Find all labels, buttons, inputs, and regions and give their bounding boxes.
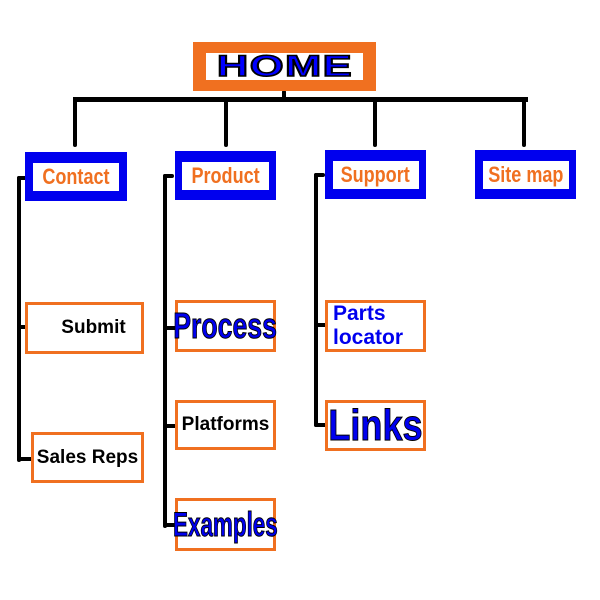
product-branch-spine	[163, 174, 167, 528]
item-submit-label: Submit	[61, 317, 126, 338]
contact-branch-tick-top	[17, 176, 27, 180]
category-contact[interactable]: Contact	[25, 152, 127, 201]
support-branch-tick-top	[314, 173, 325, 177]
contact-branch-spine	[17, 176, 21, 462]
item-links-label: Links	[328, 400, 423, 450]
category-product-label: Product	[191, 162, 260, 188]
item-locator-label: locator	[333, 326, 404, 349]
product-branch-tick-process	[163, 326, 177, 330]
home-label: HOME	[215, 49, 353, 83]
item-links[interactable]: Links	[325, 400, 426, 451]
category-product[interactable]: Product	[175, 151, 276, 200]
support-branch-spine	[314, 173, 318, 427]
item-examples[interactable]: Examples	[173, 498, 278, 551]
home-node[interactable]: HOME	[193, 42, 376, 91]
support-branch-tick-links	[314, 423, 327, 427]
item-platforms-label: Platforms	[181, 414, 270, 435]
support-branch-tick-parts	[314, 323, 327, 327]
category-site-map-inner: Site map	[482, 160, 569, 189]
home-stem-connector	[282, 90, 286, 100]
category-support-label: Support	[340, 161, 411, 187]
item-parts-label: Parts	[333, 302, 386, 325]
category-contact-label: Contact	[42, 163, 110, 189]
home-node-inner: HOME	[206, 49, 363, 83]
category-product-inner: Product	[182, 161, 269, 190]
item-submit[interactable]: Submit	[25, 302, 144, 354]
contact-drop-connector	[73, 97, 77, 147]
item-platforms[interactable]: Platforms	[175, 400, 276, 450]
category-site-map-label: Site map	[487, 161, 564, 187]
category-support-inner: Support	[332, 160, 419, 189]
product-branch-tick-examples	[163, 523, 177, 527]
item-sales-reps[interactable]: Sales Reps	[31, 432, 144, 483]
item-process[interactable]: Process	[173, 300, 278, 352]
sitemap-drop-connector	[522, 97, 526, 147]
contact-branch-tick-submit	[17, 325, 29, 329]
item-examples-label: Examples	[173, 505, 278, 544]
product-branch-tick-top	[163, 174, 174, 178]
category-support[interactable]: Support	[325, 150, 426, 199]
item-parts-locator[interactable]: Parts locator	[325, 300, 426, 352]
support-drop-connector	[373, 97, 377, 147]
category-contact-inner: Contact	[33, 162, 119, 191]
item-process-label: Process	[173, 305, 278, 346]
contact-branch-tick-salesreps	[17, 457, 33, 461]
product-drop-connector	[224, 97, 228, 147]
category-site-map[interactable]: Site map	[475, 150, 576, 199]
product-branch-tick-platforms	[163, 424, 177, 428]
item-sales-reps-label: Sales Reps	[36, 446, 139, 468]
home-horizontal-connector	[73, 97, 528, 102]
